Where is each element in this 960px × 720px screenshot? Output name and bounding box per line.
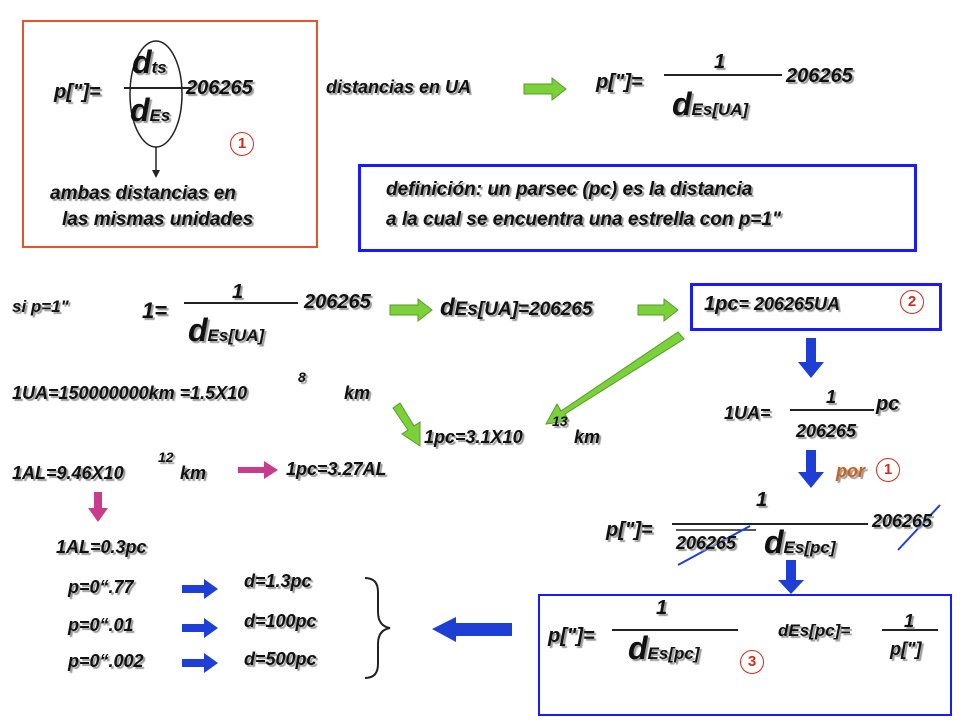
constant-206265: 206265 [186, 77, 253, 99]
pc-al-line: 1pc=3.27AL [286, 459, 387, 479]
pc-km-line: 1pc=3.1X10 [424, 427, 523, 447]
exponent: 12 [158, 449, 174, 465]
d-symbol: dEs[pc] [628, 630, 700, 666]
al-pc-line: 1AL=0.3pc [56, 537, 147, 557]
definition-line-2: a la cual se encuentra una estrella con … [386, 209, 781, 230]
circled-number-icon: 2 [900, 290, 924, 314]
denominator: 206265 [796, 421, 857, 441]
example-distance: d=100pc [244, 611, 317, 631]
final-formula-box [538, 594, 952, 716]
por-label: por [836, 461, 865, 481]
diagonal-arrow-icon [545, 331, 685, 425]
lhs-label: 1UA= [724, 403, 771, 423]
d-symbol: dEs[UA] [672, 86, 749, 122]
example-distance: d=500pc [244, 649, 317, 669]
numerator: 1 [232, 281, 244, 303]
numerator: 1 [714, 51, 726, 73]
p-label: p["]= [548, 625, 595, 647]
example-parallax: p=0“.77 [68, 577, 134, 597]
strike-line-icon [677, 525, 751, 566]
circled-number-icon: 3 [740, 650, 764, 674]
circled-number-icon: 1 [876, 458, 900, 482]
numerator: 1 [904, 611, 915, 631]
numerator: 1 [756, 489, 768, 511]
result-expression: dEs[UA]=206265 [440, 294, 593, 321]
unit-pc: pc [876, 393, 900, 415]
formula-box-1 [22, 20, 318, 248]
denominator: 206265 [676, 533, 737, 553]
note-line-2: las mismas unidades [62, 209, 254, 230]
parsec-box [690, 283, 942, 331]
curly-brace-icon [364, 577, 391, 679]
right-arrow-icon [182, 579, 218, 673]
constant-206265: 206265 [872, 511, 933, 531]
unit-km: km [344, 383, 371, 403]
definition-line-1: definición: un parsec (pc) es la distanc… [386, 179, 753, 200]
unit-km: km [574, 427, 601, 447]
d-symbol: dEs [130, 92, 171, 128]
circled-number-icon: 1 [230, 132, 254, 156]
numerator: 1 [656, 597, 668, 619]
condition-label: si p=1" [12, 297, 69, 316]
al-km-line: 1AL=9.46X10 [12, 463, 124, 483]
d-symbol: dts [132, 44, 167, 80]
rhs-lhs: dEs[pc]= [778, 621, 851, 640]
numerator: 1 [826, 387, 837, 407]
down-arrow-icon [88, 492, 108, 522]
right-arrow-icon [238, 461, 278, 479]
p-label: p["]= [596, 71, 643, 93]
p-label: p["]= [606, 519, 653, 541]
unit-km: km [180, 463, 207, 483]
diagonal-arrow-icon [392, 402, 421, 447]
exponent: 13 [552, 413, 568, 429]
lhs-label: 1= [142, 298, 168, 323]
ua-km-line: 1UA=150000000km =1.5X10 [12, 383, 248, 403]
d-symbol: dEs[UA] [188, 312, 265, 348]
distances-label: distancias en UA [326, 77, 472, 97]
strike-line-icon [897, 504, 941, 551]
down-arrow-icon [778, 338, 824, 594]
p-label: p["]= [54, 81, 101, 103]
constant-206265: 206265 [786, 65, 853, 87]
right-arrow-icon [389, 76, 679, 323]
example-distance: d=1.3pc [244, 571, 312, 591]
definition-box [358, 164, 917, 252]
exponent: 8 [298, 369, 306, 385]
denominator: p["] [890, 639, 922, 659]
parsec-equals-ua: 1pc= 206265UA [704, 293, 841, 315]
example-parallax: p=0“.002 [68, 651, 144, 671]
left-arrow-icon [432, 617, 512, 642]
example-parallax: p=0“.01 [68, 615, 134, 635]
d-symbol: dEs[pc] [764, 524, 836, 560]
note-line-1: ambas distancias en [50, 183, 236, 204]
constant-206265: 206265 [304, 291, 371, 313]
